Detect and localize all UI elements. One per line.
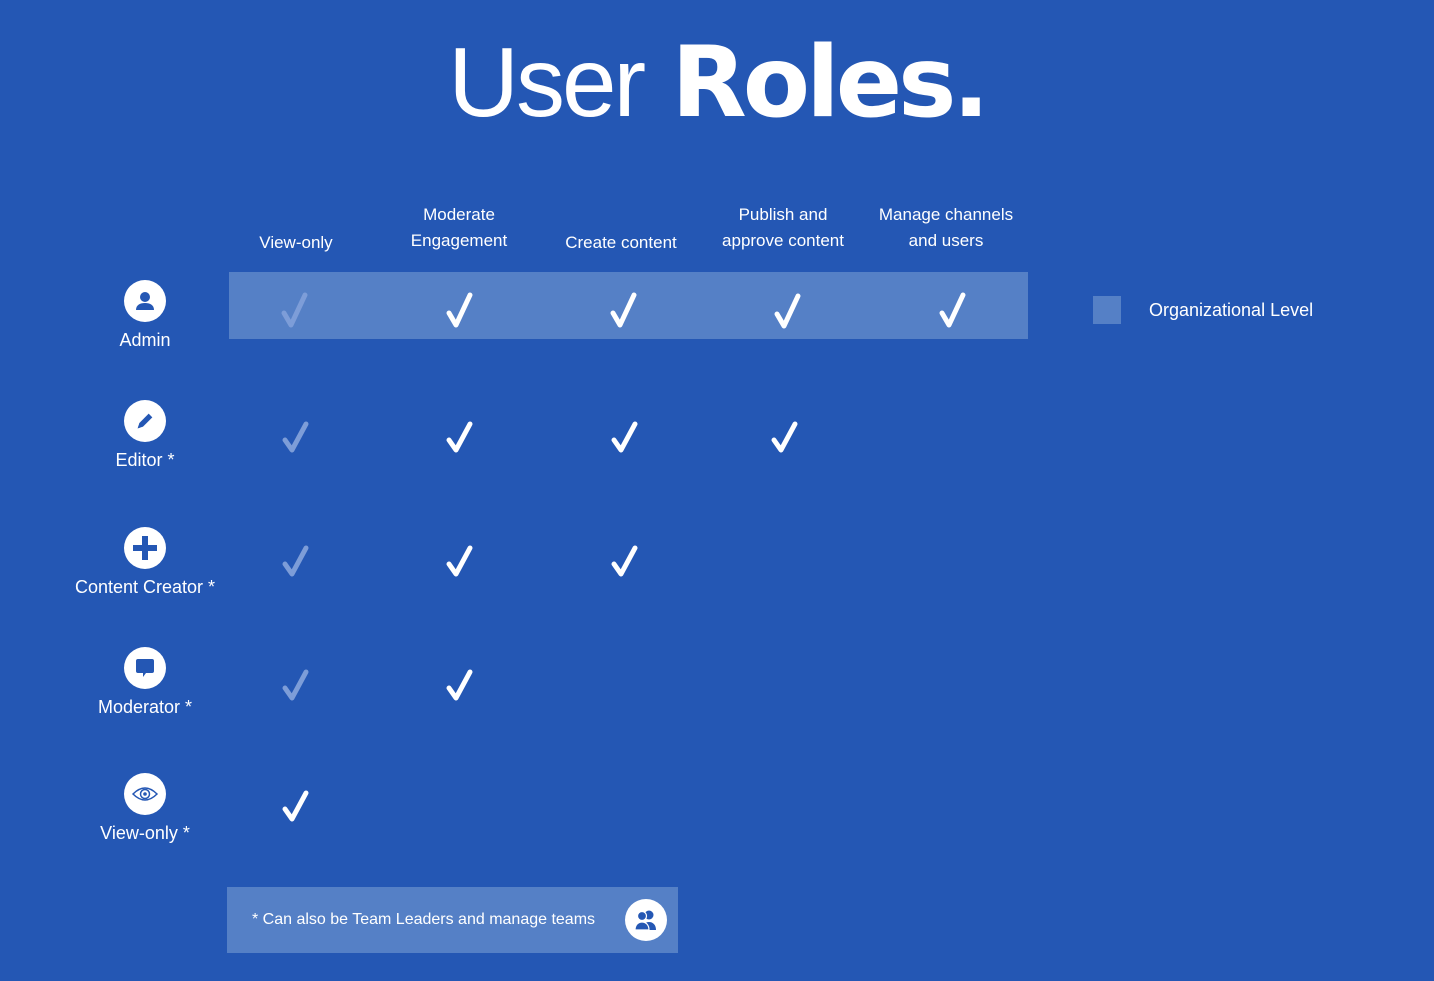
role-moderator: Moderator * <box>55 647 235 719</box>
check-creator-create <box>605 541 645 581</box>
role-label: Admin <box>119 330 171 350</box>
user-icon <box>124 280 166 322</box>
role-label: View-only * <box>100 823 190 843</box>
column-header-line2: and users <box>908 231 984 250</box>
check-editor-view-only <box>276 417 316 457</box>
check-admin-publish <box>768 291 808 331</box>
column-header-line1 <box>211 204 381 230</box>
role-admin: Admin <box>55 280 235 352</box>
check-editor-moderate <box>440 417 480 457</box>
role-label: Content Creator * <box>74 577 216 597</box>
role-editor: Editor * <box>55 400 235 472</box>
column-header-moderate-engagement: Moderate Engagement <box>374 202 544 254</box>
column-header-publish-approve: Publish and approve content <box>698 202 868 254</box>
check-creator-moderate <box>440 541 480 581</box>
column-header-create-content: Create content <box>536 204 706 256</box>
role-view-only: View-only * <box>55 773 235 845</box>
column-header-line2: View-only <box>259 233 333 252</box>
pencil-icon <box>124 400 166 442</box>
team-icon <box>625 899 667 941</box>
column-header-view-only: View-only <box>211 204 381 256</box>
page-title: User Roles. <box>0 22 1434 143</box>
check-editor-create <box>605 417 645 457</box>
column-header-line1 <box>536 204 706 230</box>
column-header-line1: Publish and <box>738 205 828 224</box>
column-header-line2: approve content <box>722 231 844 250</box>
footnote-text: * Can also be Team Leaders and manage te… <box>252 911 596 928</box>
role-label: Editor * <box>115 450 175 470</box>
legend-swatch-organizational <box>1093 296 1121 324</box>
check-admin-manage <box>933 290 973 330</box>
column-header-line2: Engagement <box>410 231 508 250</box>
column-header-line1: Moderate <box>423 205 495 224</box>
column-header-line2: Create content <box>565 233 677 252</box>
check-admin-create <box>604 290 644 330</box>
chat-bubble-icon <box>124 647 166 689</box>
check-viewonly-view-only <box>276 786 316 826</box>
column-header-manage-channels: Manage channels and users <box>861 202 1031 254</box>
check-editor-publish <box>765 417 805 457</box>
title-light: User <box>448 27 646 137</box>
check-admin-view-only <box>275 290 315 330</box>
legend-label: Organizational Level <box>1149 300 1314 320</box>
eye-icon <box>124 773 166 815</box>
role-content-creator: Content Creator * <box>55 527 235 599</box>
check-moderator-view-only <box>276 665 316 705</box>
column-header-line1: Manage channels <box>878 205 1014 224</box>
check-moderator-moderate <box>440 665 480 705</box>
title-bold: Roles. <box>671 26 989 140</box>
plus-icon <box>124 527 166 569</box>
role-label: Moderator * <box>97 697 193 717</box>
footnote-box: * Can also be Team Leaders and manage te… <box>227 887 678 953</box>
check-admin-moderate <box>440 290 480 330</box>
check-creator-view-only <box>276 541 316 581</box>
